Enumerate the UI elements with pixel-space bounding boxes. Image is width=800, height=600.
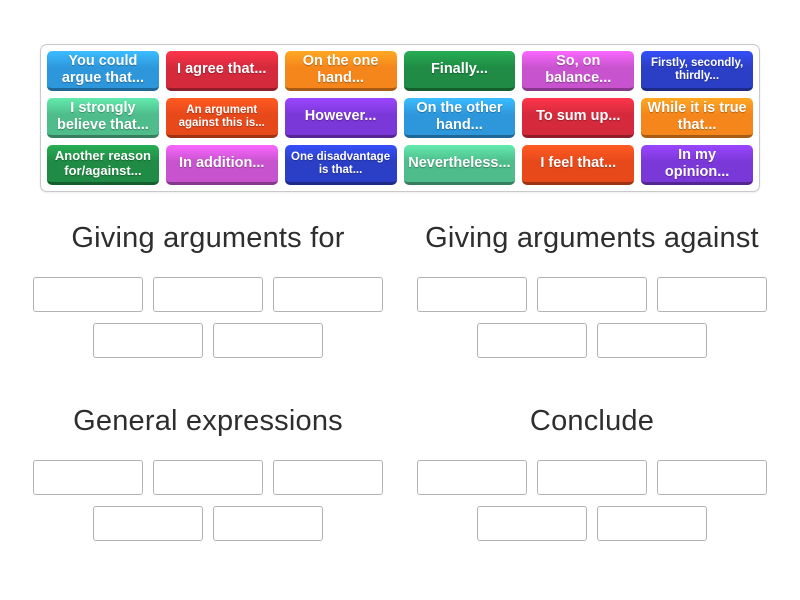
empty-slot[interactable]	[153, 277, 263, 312]
draggable-tile[interactable]: In addition...	[165, 145, 278, 185]
empty-slot[interactable]	[537, 277, 647, 312]
tile-label: Another reason for/against...	[54, 147, 151, 178]
empty-slot[interactable]	[417, 277, 527, 312]
empty-slot[interactable]	[597, 323, 707, 358]
category-title: Giving arguments for	[71, 222, 345, 254]
tile-label: You could argue that...	[61, 53, 144, 86]
draggable-tile[interactable]: So, on balance...	[522, 51, 635, 91]
tile-label: An argument against this is...	[178, 103, 265, 129]
slot-row	[400, 460, 784, 495]
empty-slot[interactable]	[597, 506, 707, 541]
category-title: Conclude	[529, 405, 655, 437]
tile-label: One disadvantage is that...	[291, 150, 391, 176]
group-giving-arguments-against: Giving arguments against	[400, 222, 784, 369]
empty-slot[interactable]	[93, 323, 203, 358]
draggable-tile[interactable]: To sum up...	[522, 98, 635, 138]
tile-label: Firstly, secondly, thirdly...	[650, 56, 744, 82]
slot-grid	[16, 277, 400, 358]
group-general-expressions: General expressions	[16, 405, 400, 552]
empty-slot[interactable]	[33, 277, 143, 312]
category-title: General expressions	[73, 405, 343, 437]
slot-row	[16, 506, 400, 541]
empty-slot[interactable]	[273, 460, 383, 495]
draggable-tile[interactable]: I feel that...	[522, 145, 635, 185]
empty-slot[interactable]	[153, 460, 263, 495]
draggable-tile[interactable]: However...	[284, 98, 397, 138]
draggable-tile[interactable]: On the other hand...	[403, 98, 516, 138]
tile-label: On the one hand...	[302, 53, 379, 86]
group-giving-arguments-for: Giving arguments for	[16, 222, 400, 369]
word-tray: You could argue that... I agree that... On…	[40, 44, 760, 192]
empty-slot[interactable]	[657, 277, 767, 312]
draggable-tile[interactable]: Another reason for/against...	[47, 145, 159, 185]
group-conclude: Conclude	[400, 405, 784, 552]
slot-row	[400, 277, 784, 312]
empty-slot[interactable]	[477, 506, 587, 541]
slot-row	[400, 506, 784, 541]
draggable-tile[interactable]: Nevertheless...	[403, 145, 516, 185]
tile-label: So, on balance...	[545, 53, 612, 86]
draggable-tile[interactable]: An argument against this is...	[165, 98, 278, 138]
empty-slot[interactable]	[213, 323, 323, 358]
slot-grid	[16, 460, 400, 541]
tile-label: In addition...	[179, 155, 265, 172]
draggable-tile[interactable]: Firstly, secondly, thirdly...	[641, 51, 753, 91]
empty-slot[interactable]	[417, 460, 527, 495]
category-title: Giving arguments against	[425, 222, 759, 254]
slot-row	[400, 323, 784, 358]
tile-label: Finally...	[430, 61, 488, 78]
tile-label: While it is true that...	[647, 100, 747, 133]
slot-row	[16, 460, 400, 495]
empty-slot[interactable]	[33, 460, 143, 495]
tile-label: To sum up...	[536, 108, 621, 125]
empty-slot[interactable]	[657, 460, 767, 495]
draggable-tile[interactable]: I strongly believe that...	[47, 98, 159, 138]
draggable-tile[interactable]: Finally...	[403, 51, 516, 91]
tile-label: I agree that...	[177, 61, 267, 78]
slot-row	[16, 277, 400, 312]
tile-label: I feel that...	[540, 155, 617, 172]
slot-grid	[400, 277, 784, 358]
tile-label: In my opinion...	[664, 147, 730, 180]
slot-row	[16, 323, 400, 358]
draggable-tile[interactable]: You could argue that...	[47, 51, 159, 91]
draggable-tile[interactable]: While it is true that...	[641, 98, 753, 138]
empty-slot[interactable]	[93, 506, 203, 541]
empty-slot[interactable]	[477, 323, 587, 358]
draggable-tile[interactable]: On the one hand...	[284, 51, 397, 91]
empty-slot[interactable]	[273, 277, 383, 312]
draggable-tile[interactable]: In my opinion...	[641, 145, 753, 185]
tile-label: However...	[304, 108, 377, 125]
tile-label: Nevertheless...	[408, 155, 511, 172]
draggable-tile[interactable]: One disadvantage is that...	[284, 145, 397, 185]
draggable-tile[interactable]: I agree that...	[165, 51, 278, 91]
tile-label: I strongly believe that...	[56, 100, 149, 133]
slot-grid	[400, 460, 784, 541]
empty-slot[interactable]	[537, 460, 647, 495]
tile-label: On the other hand...	[416, 100, 503, 133]
empty-slot[interactable]	[213, 506, 323, 541]
category-groups: Giving arguments for Giving arguments ag…	[0, 222, 800, 552]
